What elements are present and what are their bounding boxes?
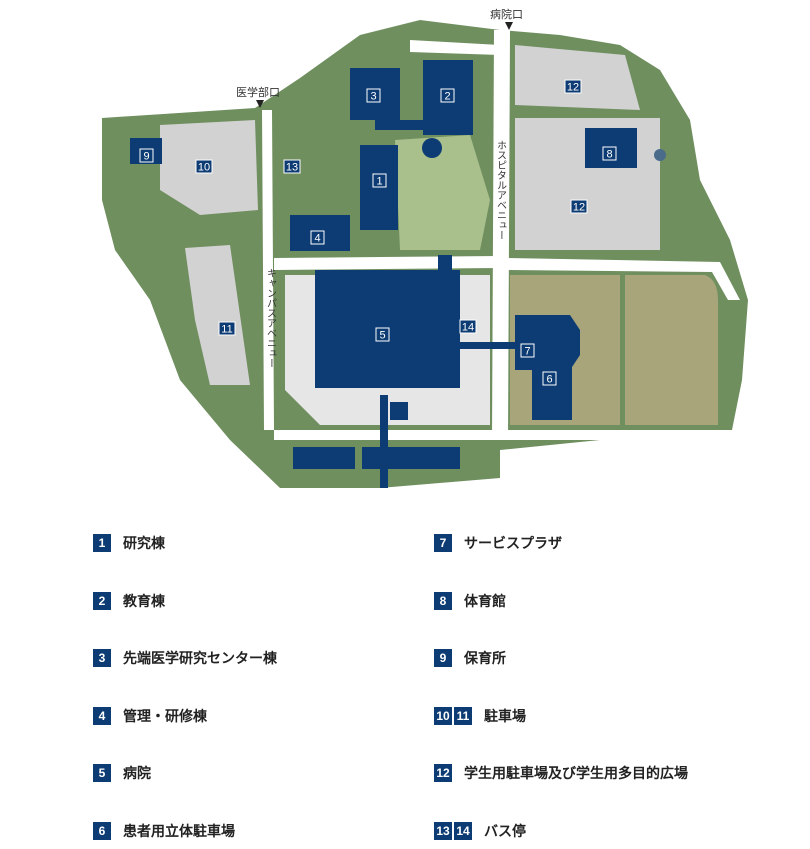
legend-label: 駐車場 bbox=[484, 708, 526, 725]
legend-badge: 9 bbox=[434, 649, 452, 668]
legend-badge: 6 bbox=[93, 822, 111, 840]
field-east bbox=[625, 275, 718, 425]
legend-item: 6 患者用立体駐車場 bbox=[93, 821, 235, 841]
medical-gate-label: 医学部口 bbox=[236, 85, 280, 99]
legend-badge: 1 bbox=[93, 534, 111, 552]
building-number-text: 12 bbox=[573, 202, 585, 214]
south-shelter-east bbox=[362, 447, 460, 469]
legend-label: バス停 bbox=[484, 824, 526, 840]
hospital-avenue-label: ホスピタルアベニュー bbox=[495, 140, 507, 240]
legend-item: 3 先端医学研究センター棟 bbox=[93, 648, 277, 668]
building-number-text: 2 bbox=[444, 91, 450, 103]
campus-avenue-road bbox=[262, 110, 274, 430]
building-number-14: 14 bbox=[459, 319, 477, 334]
legend-label: サービスプラザ bbox=[464, 536, 562, 552]
legend-item: 5 病院 bbox=[93, 763, 151, 783]
tree-8 bbox=[654, 149, 666, 161]
building-number-text: 1 bbox=[376, 176, 382, 188]
legend-badge: 3 bbox=[93, 649, 111, 668]
legend-badge: 4 bbox=[93, 706, 111, 725]
legend-badge: 8 bbox=[434, 591, 452, 610]
legend-item: 7 サービスプラザ bbox=[434, 533, 562, 553]
building-number-1: 1 bbox=[372, 173, 387, 188]
legend-label: 管理・研修棟 bbox=[123, 708, 207, 725]
building-number-13: 13 bbox=[283, 159, 301, 174]
legend-badge: 5 bbox=[93, 764, 111, 783]
parking-11 bbox=[185, 245, 250, 385]
north-loop-road bbox=[410, 40, 500, 55]
building-number-text: 5 bbox=[379, 330, 385, 342]
building-number-12a: 12 bbox=[564, 79, 582, 94]
east-road bbox=[505, 258, 740, 300]
building-number-5: 5 bbox=[375, 327, 390, 342]
building-number-text: 7 bbox=[524, 346, 530, 358]
building-number-7: 7 bbox=[520, 343, 535, 358]
medical-gate-marker bbox=[256, 100, 264, 108]
hospital-gate-marker bbox=[505, 22, 513, 30]
building-number-text: 12 bbox=[567, 82, 579, 94]
legend-label: 体育館 bbox=[464, 593, 506, 610]
building-number-12: 12 bbox=[570, 199, 588, 214]
legend-badge: 11 bbox=[454, 706, 472, 725]
building-number-text: 8 bbox=[606, 149, 612, 161]
building-number-11: 11 bbox=[218, 321, 236, 336]
legend-item: 12 学生用駐車場及び学生用多目的広場 bbox=[434, 763, 688, 783]
legend-badge: 2 bbox=[93, 591, 111, 610]
south-shelter-west bbox=[293, 447, 355, 469]
building-number-text: 13 bbox=[286, 162, 298, 174]
annex bbox=[438, 255, 452, 271]
building-number-text: 11 bbox=[221, 324, 232, 336]
building-number-text: 4 bbox=[314, 233, 320, 245]
legend-label: 病院 bbox=[123, 766, 151, 783]
building-number-text: 10 bbox=[198, 162, 210, 174]
building-number-10: 10 bbox=[195, 159, 213, 174]
legend-badge: 10 bbox=[434, 706, 452, 725]
legend-item: 9 保育所 bbox=[434, 648, 506, 668]
link-corridor bbox=[375, 120, 470, 130]
building-number-3: 3 bbox=[366, 88, 381, 103]
legend-item: 4 管理・研修棟 bbox=[93, 706, 207, 726]
bridge-corridor bbox=[458, 342, 518, 349]
legend-badge: 13 bbox=[434, 822, 452, 840]
round-hall bbox=[422, 138, 442, 158]
building-number-4: 4 bbox=[310, 230, 325, 245]
legend-badge: 7 bbox=[434, 534, 452, 552]
legend-label: 学生用駐車場及び学生用多目的広場 bbox=[464, 766, 688, 783]
legend-label: 保育所 bbox=[464, 651, 506, 668]
building-number-text: 14 bbox=[462, 322, 474, 334]
legend-label: 教育棟 bbox=[123, 593, 165, 610]
campus-avenue-label: キャンパスアベニュー bbox=[265, 268, 277, 368]
building-number-text: 6 bbox=[546, 374, 552, 386]
south-entrance bbox=[390, 402, 408, 420]
building-number-2: 2 bbox=[440, 88, 455, 103]
central-lawn bbox=[395, 135, 490, 250]
legend-badge: 12 bbox=[434, 764, 452, 783]
building-number-9: 9 bbox=[139, 148, 154, 163]
building-number-text: 3 bbox=[370, 91, 376, 103]
legend-badge: 14 bbox=[454, 822, 472, 840]
hospital-avenue-road bbox=[492, 30, 510, 440]
building-number-text: 9 bbox=[143, 151, 149, 163]
legend-label: 先端医学研究センター棟 bbox=[123, 651, 277, 668]
south-link bbox=[380, 395, 388, 488]
cross-road bbox=[274, 256, 500, 270]
building-number-8: 8 bbox=[602, 146, 617, 161]
building-number-6: 6 bbox=[542, 371, 557, 386]
legend-item: 2 教育棟 bbox=[93, 591, 165, 611]
south-road bbox=[274, 430, 740, 440]
legend-label: 患者用立体駐車場 bbox=[123, 824, 235, 840]
legend-item: 1 研究棟 bbox=[93, 533, 165, 553]
legend-label: 研究棟 bbox=[123, 536, 165, 552]
hospital-gate-label: 病院口 bbox=[490, 7, 523, 21]
legend-item: 8 体育館 bbox=[434, 591, 506, 611]
parking-12-north bbox=[515, 45, 640, 110]
